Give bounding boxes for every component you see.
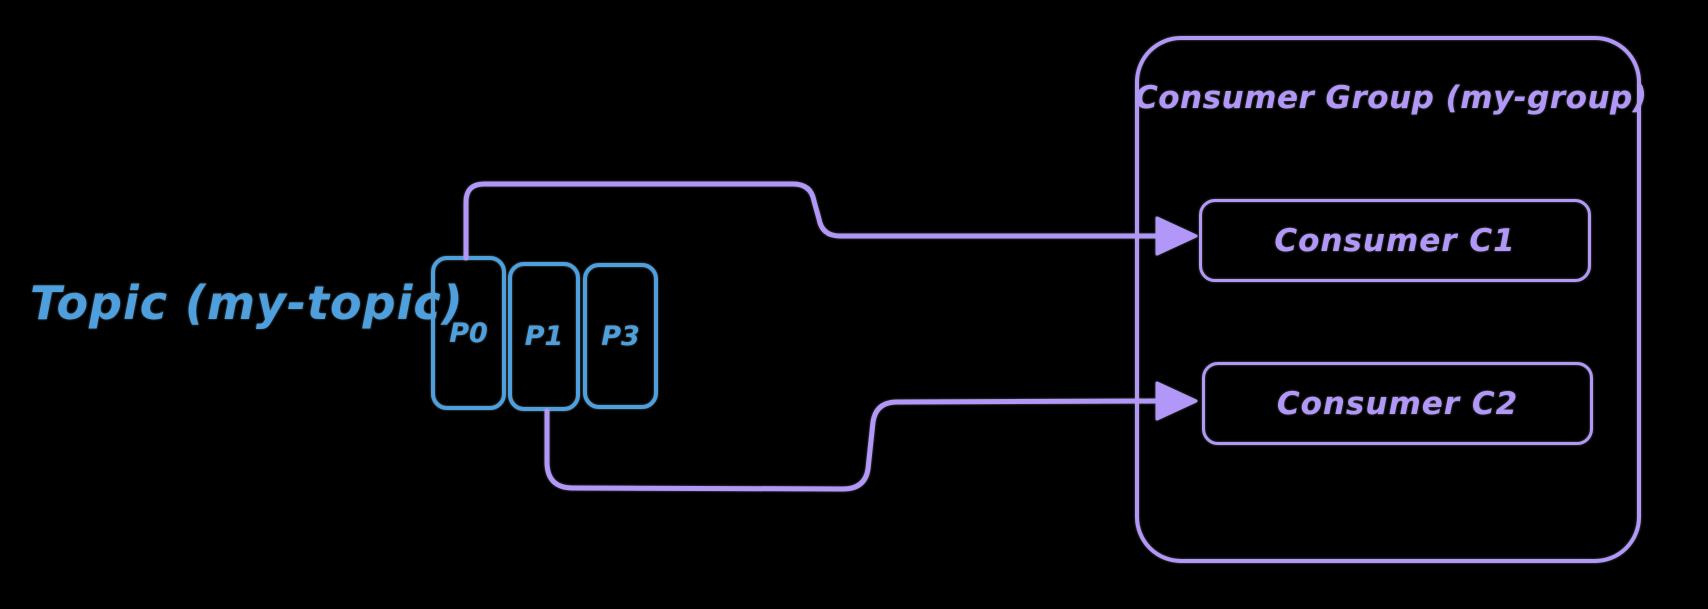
partition-label-p1: P1 — [524, 321, 564, 352]
partition-label-p3: P3 — [601, 320, 640, 352]
consumer-group-title: Consumer Group (my-group) — [1135, 80, 1648, 116]
partition-box-p3: P3 — [583, 263, 658, 409]
consumer-box-c2: Consumer C2 — [1202, 362, 1593, 445]
consumer-label-c2: Consumer C2 — [1276, 385, 1519, 422]
topic-label: Topic (my-topic) — [30, 276, 464, 330]
partition-box-p1: P1 — [508, 262, 580, 411]
consumer-group-box — [1135, 36, 1641, 563]
consumer-label-c1: Consumer C1 — [1274, 222, 1516, 259]
partition-box-p0: P0 — [431, 256, 506, 410]
consumer-box-c1: Consumer C1 — [1199, 199, 1591, 282]
partition-label-p0: P0 — [449, 317, 488, 349]
connector-partition-to-c2 — [544, 398, 1159, 492]
connector-partition-to-c1 — [463, 181, 1159, 261]
